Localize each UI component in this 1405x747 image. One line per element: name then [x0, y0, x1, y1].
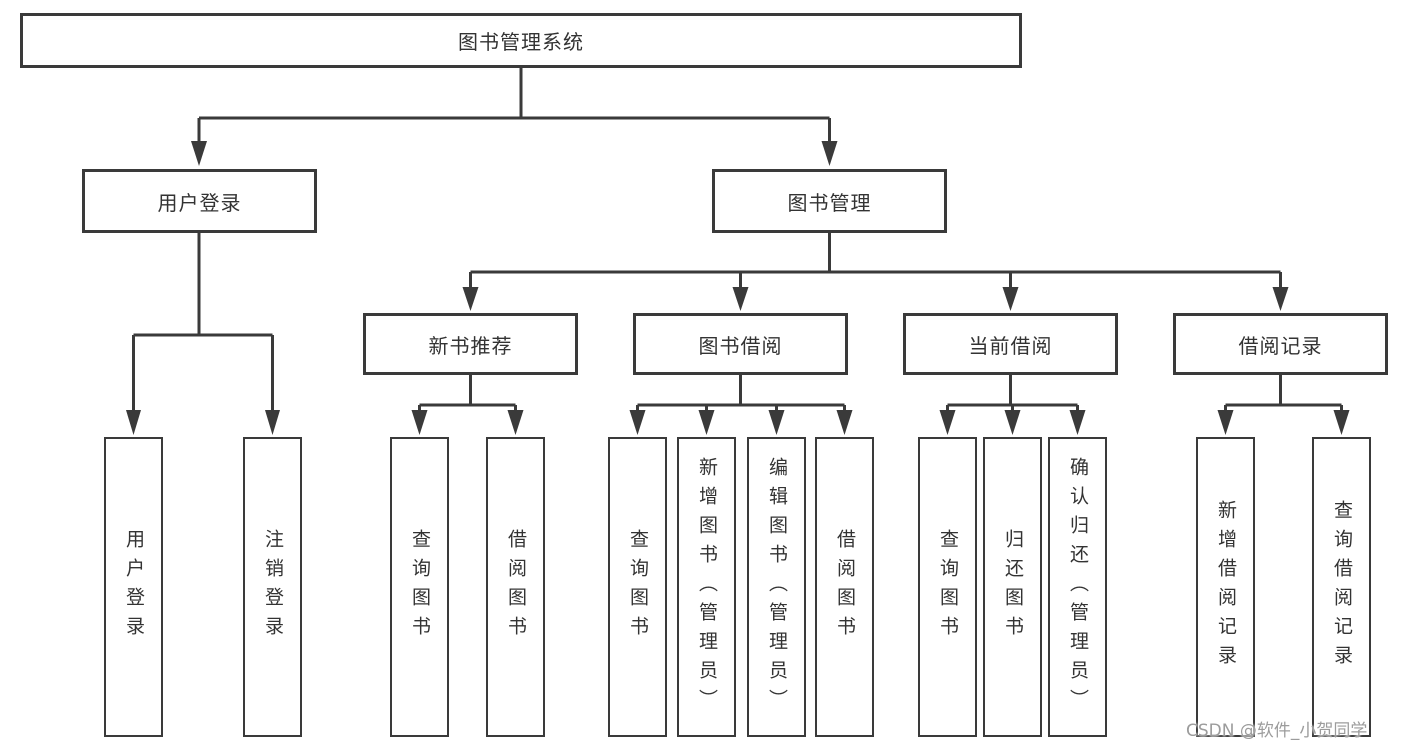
- leaf-user-login: 用户登录: [104, 437, 163, 737]
- node-label: 当前借阅: [968, 333, 1053, 358]
- leaf-query-books-current: 查询图书: [918, 437, 977, 737]
- leaf-label: 编辑图书（管理员）: [766, 456, 788, 718]
- leaf-add-book-admin: 新增图书（管理员）: [677, 437, 736, 737]
- leaf-label: 用户登录: [123, 529, 145, 645]
- node-label: 图书管理: [787, 190, 872, 215]
- leaf-logout: 注销登录: [243, 437, 302, 737]
- node-root-label: 图书管理系统: [458, 30, 584, 54]
- node-label: 用户登录: [157, 190, 242, 215]
- leaf-add-borrow-record: 新增借阅记录: [1196, 437, 1255, 737]
- leaf-label: 借阅图书: [505, 529, 527, 645]
- leaf-return-book: 归还图书: [983, 437, 1042, 737]
- leaf-label: 查询借阅记录: [1331, 500, 1353, 674]
- node-current-borrow: 当前借阅: [903, 313, 1118, 375]
- node-root: 图书管理系统: [20, 13, 1022, 68]
- node-label: 新书推荐: [428, 333, 513, 358]
- node-new-book-recommend: 新书推荐: [363, 313, 578, 375]
- leaf-label: 查询图书: [937, 529, 959, 645]
- node-label: 图书借阅: [698, 333, 783, 358]
- leaf-label: 查询图书: [627, 529, 649, 645]
- leaf-label: 新增图书（管理员）: [696, 456, 718, 718]
- node-borrow-records: 借阅记录: [1173, 313, 1388, 375]
- leaf-borrow-books-recommend: 借阅图书: [486, 437, 545, 737]
- leaf-borrow-books: 借阅图书: [815, 437, 874, 737]
- leaf-label: 借阅图书: [834, 529, 856, 645]
- leaf-label: 新增借阅记录: [1215, 500, 1237, 674]
- leaf-query-books-borrow: 查询图书: [608, 437, 667, 737]
- leaf-label: 确认归还（管理员）: [1067, 456, 1089, 718]
- leaf-label: 查询图书: [409, 529, 431, 645]
- watermark: CSDN @软件_小贺同学: [1186, 721, 1368, 741]
- node-book-borrow: 图书借阅: [633, 313, 848, 375]
- node-label: 借阅记录: [1238, 333, 1323, 358]
- leaf-confirm-return-admin: 确认归还（管理员）: [1048, 437, 1107, 737]
- leaf-query-books-recommend: 查询图书: [390, 437, 449, 737]
- leaf-label: 注销登录: [262, 529, 284, 645]
- node-book-management: 图书管理: [712, 169, 947, 233]
- node-user-login: 用户登录: [82, 169, 317, 233]
- leaf-edit-book-admin: 编辑图书（管理员）: [747, 437, 806, 737]
- leaf-query-borrow-record: 查询借阅记录: [1312, 437, 1371, 737]
- leaf-label: 归还图书: [1002, 529, 1024, 645]
